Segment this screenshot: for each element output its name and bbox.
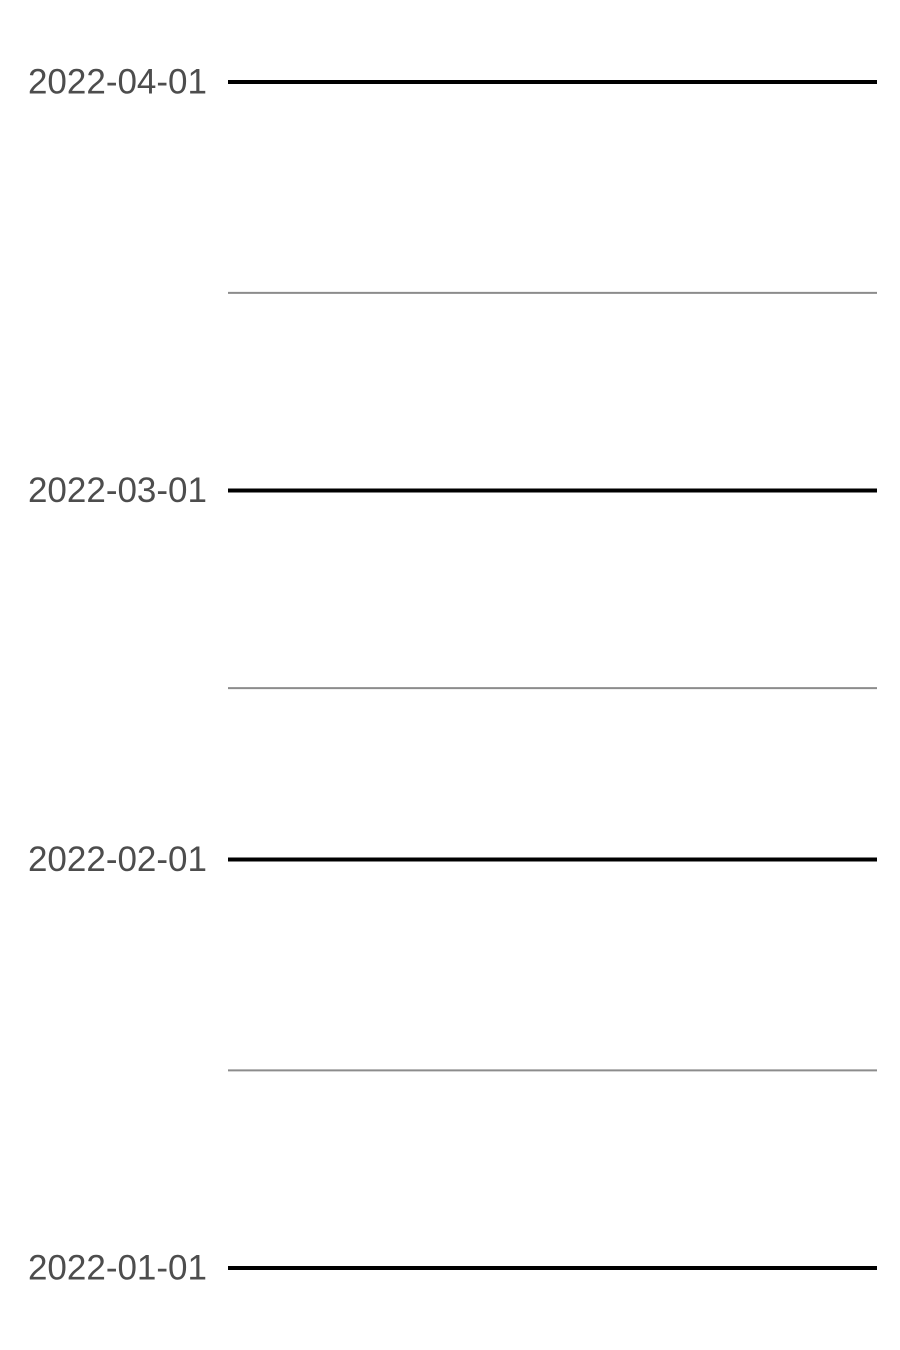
y-tick-label: 2022-03-01: [28, 471, 207, 510]
minor-grid-lines: [228, 291, 877, 1072]
y-tick-label: 2022-04-01: [28, 63, 207, 102]
major-grid-lines: [228, 80, 877, 1270]
y-axis-tick-labels: 2022-01-01 2022-02-01 2022-03-01 2022-04-01: [28, 63, 207, 1288]
y-tick-label: 2022-01-01: [28, 1249, 207, 1288]
y-tick-label: 2022-02-01: [28, 840, 207, 879]
